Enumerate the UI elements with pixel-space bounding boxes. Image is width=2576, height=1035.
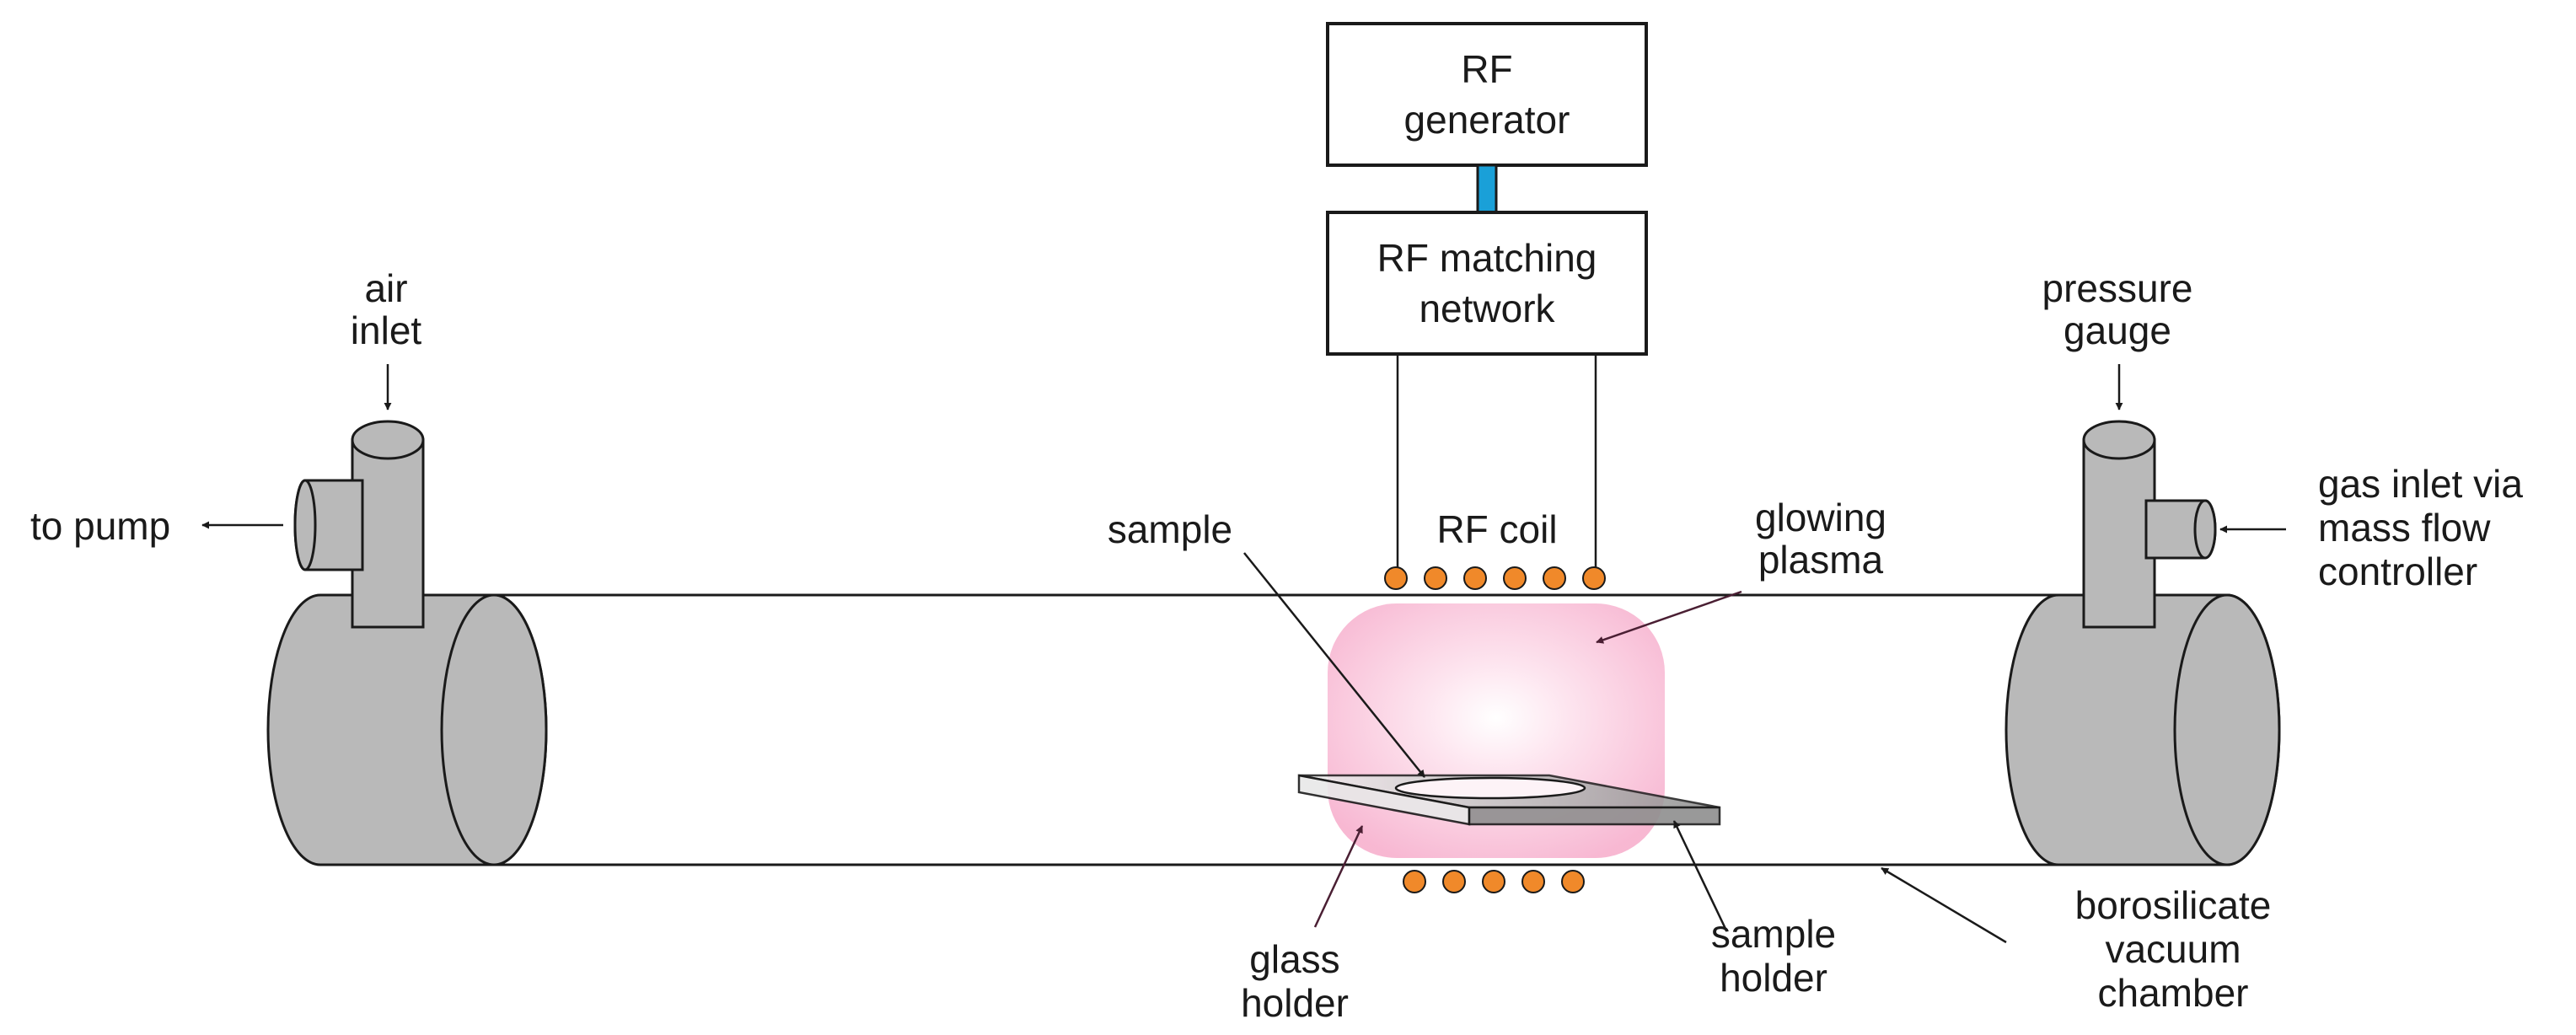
rf-coil-label: RF coil [1436, 507, 1557, 551]
sample-holder-assembly [1297, 774, 1721, 826]
air-inlet-label-line2: inlet [351, 308, 422, 352]
sample-holder-arrow [1672, 820, 1728, 931]
pressure-gauge-label-line2: gauge [2063, 308, 2171, 352]
vacuum-chamber-label-line1: borosilicate [2075, 883, 2272, 927]
coil-turn [1384, 566, 1408, 590]
coil-turn [1561, 870, 1585, 893]
rf-matching-network: RF matching network [1326, 211, 1648, 356]
sample-disc [1394, 776, 1586, 800]
rf-matching-network-label-line1: RF matching [1377, 236, 1597, 280]
coil-turn [1442, 870, 1466, 893]
rf-generator: RF generator [1326, 22, 1648, 167]
left-tee-fitting [293, 420, 425, 629]
coil-turn [1424, 566, 1447, 590]
vacuum-chamber-arrow [1881, 866, 2007, 944]
rf-generator-label-line1: RF [1461, 47, 1512, 91]
sample-arrow [1243, 552, 1425, 778]
coil-turn [1463, 566, 1487, 590]
right-end-cap [2004, 593, 2281, 866]
gas-inlet-label-line1: gas inlet via [2318, 462, 2523, 506]
rf-matching-network-label-line2: network [1419, 287, 1555, 330]
coil-turn [1403, 870, 1426, 893]
glass-holder-arrow [1313, 825, 1364, 928]
air-inlet-label-line1: air [364, 266, 407, 310]
coil-turn [1503, 566, 1527, 590]
sample-label: sample [1108, 507, 1232, 551]
coil-turn [1582, 566, 1606, 590]
rf-cable [1476, 164, 1498, 214]
vacuum-chamber-label-line3: chamber [2098, 971, 2249, 1015]
rf-generator-label-line2: generator [1404, 98, 1570, 142]
glowing-plasma-arrow [1596, 590, 1742, 644]
glowing-plasma-label-line1: glowing [1755, 496, 1886, 539]
glass-holder-label-line2: holder [1241, 981, 1349, 1025]
coil-turn [1482, 870, 1505, 893]
coil-turn [1521, 870, 1545, 893]
left-end-cap [266, 593, 548, 866]
to-pump-label: to pump [30, 504, 170, 548]
gas-inlet-label-line2: mass flow [2318, 506, 2491, 550]
coil-turn [1543, 566, 1566, 590]
sample-holder-label-line1: sample [1711, 912, 1836, 956]
right-tee-fitting [2082, 420, 2217, 629]
vacuum-chamber-label-line2: vacuum [2105, 927, 2241, 971]
rf-coil-bottom [1403, 870, 1585, 893]
glowing-plasma-label-line2: plasma [1758, 538, 1884, 582]
sample-holder-label-line2: holder [1720, 956, 1827, 1000]
gas-inlet-label-line3: controller [2318, 550, 2477, 593]
holder-side-face [1468, 806, 1721, 826]
rf-coil-top [1384, 566, 1606, 590]
glass-holder-label-line1: glass [1249, 937, 1339, 981]
pressure-gauge-label-line1: pressure [2042, 266, 2193, 310]
